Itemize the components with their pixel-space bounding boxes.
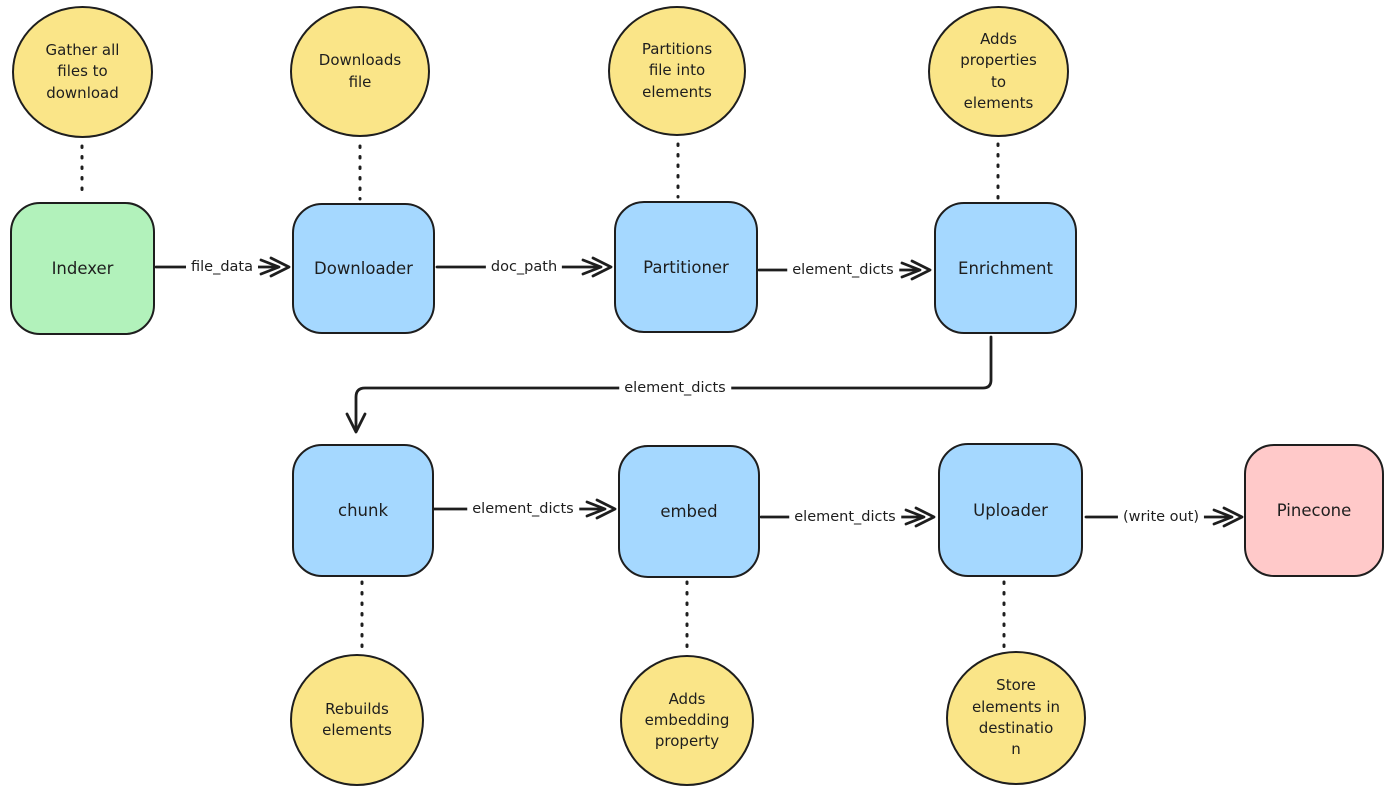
arrowhead-embed-uploader (904, 506, 936, 528)
node-chunk-label: chunk (338, 501, 388, 520)
edge-label-file-data: file_data (186, 259, 258, 275)
arrowhead-chunk-embed (585, 498, 617, 520)
annotation-downloads-file-label: Downloads file (318, 51, 402, 91)
node-uploader-label: Uploader (973, 500, 1048, 520)
node-partitioner[interactable]: Partitioner (614, 201, 758, 333)
edge-label-element-dicts-3: element_dicts (467, 501, 579, 517)
arrowhead-enrichment-chunk (345, 412, 367, 434)
node-downloader-label: Downloader (314, 259, 413, 278)
annotation-partitions-file-label: Partitions file into elements (641, 40, 713, 101)
node-pinecone-label: Pinecone (1276, 501, 1352, 520)
annotation-gather-files[interactable]: Gather all files to download (12, 6, 153, 138)
node-enrichment-label: Enrichment (958, 258, 1053, 278)
annotation-store-elements-label: Store elements in destinatio n (971, 676, 1061, 759)
annotation-rebuilds-elements-label: Rebuilds elements (322, 699, 392, 739)
node-enrichment[interactable]: Enrichment (934, 202, 1077, 334)
annotation-rebuilds-elements[interactable]: Rebuilds elements (290, 654, 424, 786)
node-indexer[interactable]: Indexer (10, 202, 155, 335)
annotation-gather-files-label: Gather all files to download (45, 41, 120, 102)
node-partitioner-label: Partitioner (643, 257, 729, 277)
edge-label-doc-path: doc_path (485, 259, 563, 275)
annotation-store-elements[interactable]: Store elements in destinatio n (946, 651, 1086, 785)
arrowhead-downloader-partitioner (581, 256, 613, 278)
edge-label-element-dicts-1: element_dicts (787, 262, 899, 278)
arrowhead-indexer-downloader (259, 256, 291, 278)
node-pinecone[interactable]: Pinecone (1244, 444, 1384, 577)
arrowhead-uploader-pinecone (1212, 506, 1244, 528)
node-embed-label: embed (660, 502, 718, 521)
edge-label-element-dicts-4: element_dicts (789, 509, 901, 525)
annotation-partitions-file[interactable]: Partitions file into elements (608, 6, 746, 136)
node-indexer-label: Indexer (51, 259, 114, 278)
annotation-adds-properties[interactable]: Adds properties to elements (928, 6, 1069, 137)
annotation-adds-embedding-label: Adds embedding property (644, 689, 730, 751)
node-embed[interactable]: embed (618, 445, 760, 578)
edge-label-write-out: (write out) (1117, 509, 1205, 525)
arrowhead-partitioner-enrichment (900, 259, 932, 281)
annotation-downloads-file[interactable]: Downloads file (290, 6, 430, 137)
annotation-adds-embedding[interactable]: Adds embedding property (620, 655, 754, 786)
node-chunk[interactable]: chunk (292, 444, 434, 577)
edge-label-element-dicts-2: element_dicts (619, 380, 731, 396)
node-uploader[interactable]: Uploader (938, 443, 1083, 577)
node-downloader[interactable]: Downloader (292, 203, 435, 334)
annotation-adds-properties-label: Adds properties to elements (960, 29, 1037, 112)
